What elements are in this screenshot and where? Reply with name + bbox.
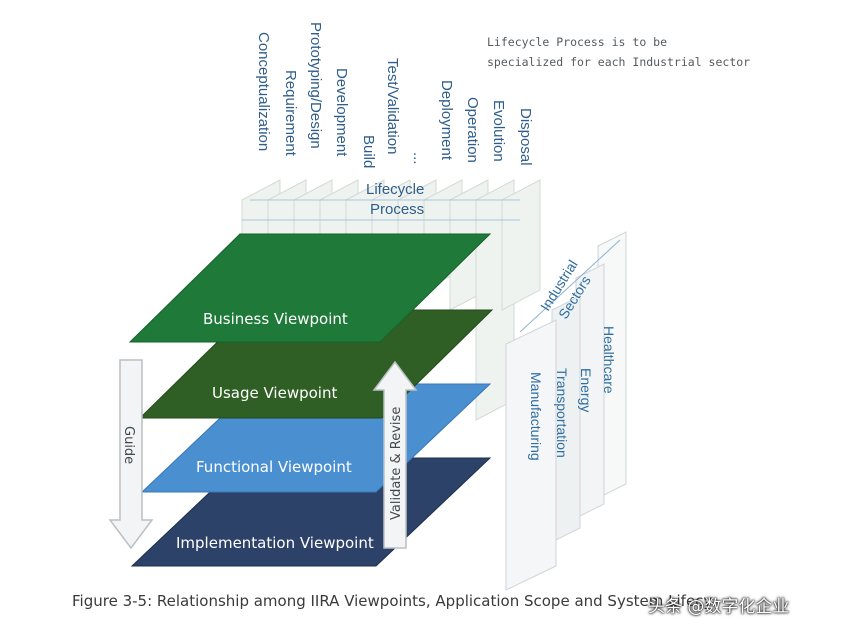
sector-transportation: Transportation (554, 368, 570, 458)
phase-build: Build (360, 135, 377, 168)
phase-disposal: Disposal (517, 108, 534, 166)
business-viewpoint-label: Business Viewpoint (203, 310, 348, 328)
lifecycle-panel (501, 179, 541, 311)
validate-revise-arrow-label: Validate & Revise (389, 407, 404, 520)
phase-conceptualization: Conceptualization (255, 32, 272, 151)
phase-development: Development (333, 68, 350, 157)
sector-manufacturing: Manufacturing (528, 372, 544, 461)
industrial-sector-panels (505, 231, 627, 591)
sector-panel (505, 319, 557, 591)
lifecycle-note-line1: Lifecycle Process is to be (487, 35, 667, 49)
phase-evolution: Evolution (490, 100, 507, 162)
phase-test-validation: Test/Validation (384, 58, 401, 154)
phase-prototyping-design: Prototyping/Design (307, 22, 324, 149)
guide-arrow (108, 359, 154, 550)
figure-caption: Figure 3-5: Relationship among IIRA View… (72, 592, 712, 610)
sector-healthcare: Healthcare (601, 326, 617, 394)
phase-ellipsis: ... (410, 152, 427, 165)
usage-viewpoint-label: Usage Viewpoint (212, 384, 337, 402)
phase-operation: Operation (464, 97, 481, 163)
lifecycle-phase-labels: Conceptualization Requirement Prototypin… (255, 22, 534, 168)
lifecycle-process-label-1: Lifecycle (366, 181, 424, 198)
phase-deployment: Deployment (438, 80, 455, 161)
guide-arrow-label: Guide (121, 426, 136, 464)
sector-energy: Energy (578, 368, 594, 412)
phase-requirement: Requirement (282, 70, 299, 157)
lifecycle-process-label-2: Process (370, 201, 424, 218)
watermark: 头条 @数字化企业 (648, 597, 790, 617)
validate-revise-arrow (372, 360, 418, 549)
business-viewpoint-layer (128, 233, 492, 343)
sector-diagonal (519, 239, 621, 333)
lifecycle-note-line2: specialized for each Industrial sector (487, 55, 750, 69)
functional-viewpoint-label: Functional Viewpoint (196, 458, 352, 476)
implementation-viewpoint-label: Implementation Viewpoint (176, 534, 374, 552)
